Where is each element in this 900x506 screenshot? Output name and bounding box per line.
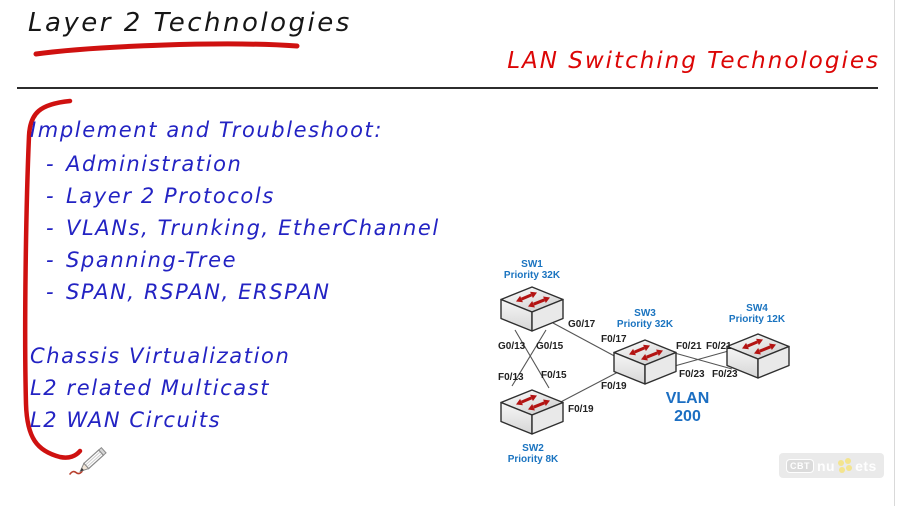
switch-icon-sw3 bbox=[612, 338, 678, 386]
bullet-label: SPAN, RSPAN, ERSPAN bbox=[66, 280, 331, 304]
switch-priority: Priority 32K bbox=[616, 319, 674, 330]
port-label: F0/21 bbox=[706, 341, 732, 352]
switch-priority: Priority 8K bbox=[507, 454, 559, 465]
bullet-label: VLANs, Trunking, EtherChannel bbox=[66, 216, 440, 240]
switch-name: SW4 bbox=[746, 303, 768, 314]
list-item: - VLANs, Trunking, EtherChannel bbox=[30, 212, 560, 244]
bullet-dash: - bbox=[46, 152, 56, 176]
port-label: F0/19 bbox=[601, 381, 627, 392]
bullet-label: Layer 2 Protocols bbox=[66, 184, 275, 208]
note-line: Chassis Virtualization bbox=[30, 344, 291, 368]
notes-footer: Chassis Virtualization L2 related Multic… bbox=[30, 340, 560, 436]
vlan-annotation: VLAN 200 bbox=[640, 390, 735, 426]
pencil-cursor-icon bbox=[79, 446, 107, 473]
port-label: G0/13 bbox=[498, 341, 526, 352]
port-label: F0/19 bbox=[568, 404, 594, 415]
bullet-dash: - bbox=[46, 216, 56, 240]
slide-right-edge bbox=[894, 0, 895, 506]
switch-icon-sw1 bbox=[499, 285, 565, 333]
vlan-label: VLAN bbox=[665, 390, 710, 407]
link-sw3-sw4-a bbox=[670, 351, 733, 370]
cbt-badge: CBT bbox=[786, 458, 814, 473]
switch-name: SW1 bbox=[521, 259, 543, 270]
switch-label-sw3: SW3 Priority 32K bbox=[590, 308, 700, 330]
switch-name: SW3 bbox=[634, 308, 656, 319]
note-line: L2 related Multicast bbox=[30, 376, 271, 400]
bullet-dash: - bbox=[46, 184, 56, 208]
switch-label-sw1: SW1 Priority 32K bbox=[477, 259, 587, 281]
bullet-dash: - bbox=[46, 280, 56, 304]
port-label: F0/21 bbox=[676, 341, 702, 352]
switch-icon-sw2 bbox=[499, 388, 565, 436]
port-label: G0/17 bbox=[568, 319, 596, 330]
port-label: F0/17 bbox=[601, 334, 627, 345]
watermark-word-start: nu bbox=[817, 457, 836, 474]
list-item: - Spanning-Tree bbox=[30, 244, 560, 276]
port-label: F0/23 bbox=[679, 369, 705, 380]
list-item: - Layer 2 Protocols bbox=[30, 180, 560, 212]
switch-label-sw4: SW4 Priority 12K bbox=[702, 303, 812, 325]
link-sw3-sw4-b bbox=[670, 349, 733, 368]
bullet-dash: - bbox=[46, 248, 56, 272]
bullet-label: Spanning-Tree bbox=[66, 248, 238, 272]
switch-priority: Priority 32K bbox=[503, 270, 561, 281]
port-label: F0/15 bbox=[541, 370, 567, 381]
cbt-nuggets-watermark: CBT nu ets bbox=[779, 453, 884, 478]
switch-priority: Priority 12K bbox=[728, 314, 786, 325]
vlan-number: 200 bbox=[674, 408, 701, 425]
page-subtitle: LAN Switching Technologies bbox=[507, 48, 880, 74]
switch-name: SW2 bbox=[522, 443, 544, 454]
bullet-label: Administration bbox=[66, 152, 243, 176]
switch-label-sw2: SW2 Priority 8K bbox=[478, 443, 588, 465]
notes-panel: Implement and Troubleshoot: - Administra… bbox=[30, 112, 560, 436]
pencil-mark bbox=[69, 470, 83, 475]
watermark-word-end: ets bbox=[855, 457, 877, 474]
header-divider bbox=[17, 87, 878, 89]
page-title: Layer 2 Technologies bbox=[28, 8, 352, 38]
list-item: - SPAN, RSPAN, ERSPAN bbox=[30, 276, 560, 308]
port-label: G0/15 bbox=[536, 341, 564, 352]
list-item: - Administration bbox=[30, 148, 560, 180]
notes-heading: Implement and Troubleshoot: bbox=[30, 118, 384, 142]
port-label: F0/23 bbox=[712, 369, 738, 380]
port-label: F0/13 bbox=[498, 372, 524, 383]
nugget-dots-icon bbox=[838, 457, 853, 474]
note-line: L2 WAN Circuits bbox=[30, 408, 222, 432]
